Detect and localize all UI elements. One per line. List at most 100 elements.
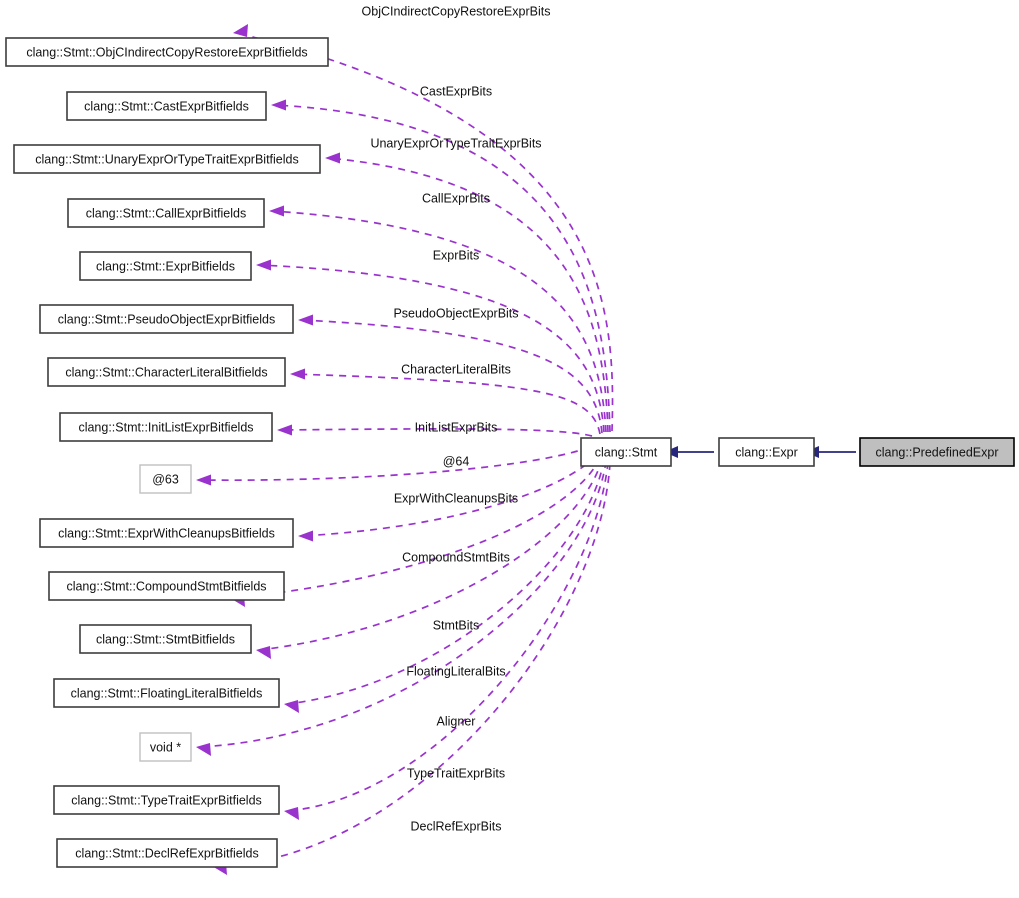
- node-rect[interactable]: [56, 838, 278, 868]
- node-label: clang::Stmt: [595, 445, 658, 459]
- usage-arrowhead: [196, 474, 211, 486]
- usage-arrowhead: [271, 99, 286, 111]
- usage-edge-path: [300, 455, 597, 537]
- node-label: clang::Stmt::CallExprBitfields: [86, 206, 246, 220]
- node-rect[interactable]: [59, 412, 273, 442]
- node-rect[interactable]: [139, 732, 192, 762]
- node-exprnode[interactable]: clang::Expr: [718, 437, 815, 467]
- usage-arrowhead: [256, 259, 271, 271]
- usage-edge-cast: [271, 99, 611, 433]
- node-stmtbits[interactable]: clang::Stmt::StmtBitfields: [79, 624, 252, 654]
- edge-label-cast: CastExprBits: [420, 84, 492, 98]
- usage-arrowhead: [256, 646, 271, 659]
- node-cleanups[interactable]: clang::Stmt::ExprWithCleanupsBitfields: [39, 518, 294, 548]
- usage-edge-typetrait: [284, 461, 609, 820]
- usage-arrowhead: [284, 700, 299, 713]
- usage-arrowhead: [290, 368, 305, 380]
- usage-arrowhead: [298, 314, 313, 326]
- usage-edge-path: [286, 461, 609, 812]
- usage-edge-path: [327, 157, 609, 433]
- node-rect[interactable]: [48, 571, 285, 601]
- node-rect[interactable]: [47, 357, 286, 387]
- node-objc[interactable]: clang::Stmt::ObjCIndirectCopyRestoreExpr…: [5, 37, 329, 67]
- node-label: clang::Stmt::InitListExprBitfields: [78, 420, 253, 434]
- node-voidptr[interactable]: void *: [139, 732, 192, 762]
- node-label: clang::Stmt::DeclRefExprBitfields: [75, 846, 258, 860]
- node-rect[interactable]: [39, 304, 294, 334]
- node-cast[interactable]: clang::Stmt::CastExprBitfields: [66, 91, 267, 121]
- node-label: clang::Stmt::CompoundStmtBitfields: [66, 579, 266, 593]
- usage-edge-path: [286, 459, 605, 705]
- node-label: clang::Stmt::UnaryExprOrTypeTraitExprBit…: [35, 152, 299, 166]
- node-rect[interactable]: [139, 464, 192, 494]
- node-charlit[interactable]: clang::Stmt::CharacterLiteralBitfields: [47, 357, 286, 387]
- usage-edge-path: [235, 32, 614, 432]
- edge-label-layer: ObjCIndirectCopyRestoreExprBitsCastExprB…: [362, 4, 551, 833]
- node-rect[interactable]: [718, 437, 815, 467]
- edge-label-floatlit: FloatingLiteralBits: [406, 664, 505, 678]
- usage-edge-objc: [233, 24, 614, 432]
- node-expr[interactable]: clang::Stmt::ExprBitfields: [79, 251, 252, 281]
- edge-label-voidptr: Aligner: [437, 714, 476, 728]
- usage-edge-voidptr: [196, 460, 607, 756]
- node-rect[interactable]: [79, 251, 252, 281]
- node-initlist[interactable]: clang::Stmt::InitListExprBitfields: [59, 412, 273, 442]
- usage-edge-path: [214, 462, 611, 867]
- usage-edge-path: [258, 264, 605, 433]
- node-rect[interactable]: [79, 624, 252, 654]
- usage-edge-at63: [196, 446, 591, 486]
- node-typetrait[interactable]: clang::Stmt::TypeTraitExprBitfields: [53, 785, 280, 815]
- node-rect[interactable]: [580, 437, 672, 467]
- node-label: clang::Stmt::CharacterLiteralBitfields: [65, 365, 267, 379]
- edge-label-compound: CompoundStmtBits: [402, 550, 510, 564]
- usage-edge-path: [271, 210, 607, 433]
- node-floatlit[interactable]: clang::Stmt::FloatingLiteralBitfields: [53, 678, 280, 708]
- node-label: clang::Stmt::StmtBitfields: [96, 632, 235, 646]
- usage-edge-stmtbits: [256, 458, 603, 659]
- node-label: void *: [150, 740, 181, 754]
- usage-edge-path: [232, 457, 601, 599]
- edge-label-unary: UnaryExprOrTypeTraitExprBits: [370, 136, 541, 150]
- edge-label-typetrait: TypeTraitExprBits: [407, 766, 505, 780]
- usage-edge-cleanups: [298, 455, 597, 542]
- node-label: @63: [152, 472, 179, 486]
- node-at63[interactable]: @63: [139, 464, 192, 494]
- node-predefined[interactable]: clang::PredefinedExpr: [859, 437, 1015, 467]
- usage-edge-initlist: [277, 424, 593, 437]
- node-rect[interactable]: [859, 437, 1015, 467]
- usage-arrowhead: [284, 807, 299, 820]
- usage-arrowhead: [269, 205, 284, 217]
- usage-edge-call: [269, 205, 607, 433]
- node-rect[interactable]: [13, 144, 321, 174]
- node-label: clang::Stmt::ExprWithCleanupsBitfields: [58, 526, 275, 540]
- usage-edge-path: [300, 319, 603, 434]
- node-rect[interactable]: [53, 785, 280, 815]
- node-rect[interactable]: [67, 198, 265, 228]
- node-rect[interactable]: [5, 37, 329, 67]
- node-label: clang::Expr: [735, 445, 798, 459]
- node-declref[interactable]: clang::Stmt::DeclRefExprBitfields: [56, 838, 278, 868]
- usage-arrowhead: [277, 424, 292, 436]
- node-rect[interactable]: [53, 678, 280, 708]
- node-compound[interactable]: clang::Stmt::CompoundStmtBitfields: [48, 571, 285, 601]
- node-stmt[interactable]: clang::Stmt: [580, 437, 672, 467]
- usage-edge-path: [279, 428, 593, 437]
- node-label: clang::Stmt::ObjCIndirectCopyRestoreExpr…: [26, 45, 307, 59]
- edge-label-at63: @64: [443, 454, 470, 468]
- node-rect[interactable]: [39, 518, 294, 548]
- node-unary[interactable]: clang::Stmt::UnaryExprOrTypeTraitExprBit…: [13, 144, 321, 174]
- usage-edge-expr: [256, 259, 605, 433]
- node-label: clang::PredefinedExpr: [876, 445, 999, 459]
- edge-label-pseudo: PseudoObjectExprBits: [393, 306, 518, 320]
- node-call[interactable]: clang::Stmt::CallExprBitfields: [67, 198, 265, 228]
- node-pseudo[interactable]: clang::Stmt::PseudoObjectExprBitfields: [39, 304, 294, 334]
- usage-edge-path: [292, 373, 601, 435]
- node-label: clang::Stmt::FloatingLiteralBitfields: [71, 686, 263, 700]
- usage-edge-path: [273, 104, 611, 433]
- usage-edge-unary: [325, 152, 609, 433]
- node-label: clang::Stmt::CastExprBitfields: [84, 99, 249, 113]
- edge-label-declref: DeclRefExprBits: [411, 819, 502, 833]
- node-rect[interactable]: [66, 91, 267, 121]
